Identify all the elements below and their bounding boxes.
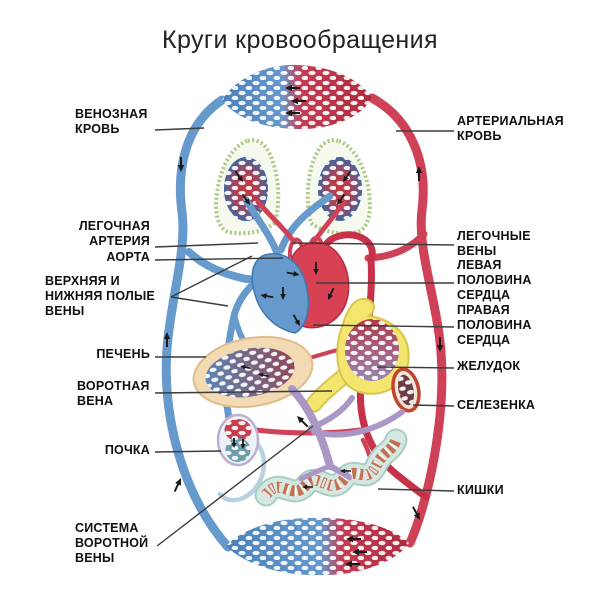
portal-vein-vessel xyxy=(288,385,405,482)
leader-portal-vein xyxy=(154,390,333,394)
label-liver: ПЕЧЕНЬ xyxy=(96,347,150,361)
page-title: Круги кровообращения xyxy=(162,26,438,54)
flow-arrows xyxy=(163,84,444,568)
aorta-arch-vessel xyxy=(320,231,376,264)
label-right-heart-half: ПРАВАЯ ПОЛОВИНА СЕРДЦА xyxy=(457,303,532,347)
pulmonary-artery-vessel xyxy=(242,192,334,257)
left-lung xyxy=(214,138,281,236)
label-vena-cava: ВЕРХНЯЯ И НИЖНЯЯ ПОЛЫЕ ВЕНЫ xyxy=(45,274,155,318)
venous-branch-to-heart xyxy=(185,248,262,284)
kidney xyxy=(216,413,260,467)
leader-venous-blood xyxy=(154,127,205,131)
bottom-capillary-network xyxy=(226,517,409,576)
label-left-heart-half: ЛЕВАЯ ПОЛОВИНА СЕРДЦА xyxy=(457,258,532,302)
liver xyxy=(192,335,314,409)
label-arterial-blood: АРТЕРИАЛЬНАЯ КРОВЬ xyxy=(457,114,564,143)
label-portal-system: СИСТЕМА ВОРОТНОЙ ВЕНЫ xyxy=(75,521,149,565)
leader-stomach xyxy=(376,366,455,369)
arterial-branch-from-aorta xyxy=(364,230,428,262)
leader-vena-cava-upper xyxy=(170,255,253,298)
leader-pulmonary-veins xyxy=(291,242,455,246)
leader-pulmonary-artery xyxy=(154,242,259,248)
label-pulmonary-veins: ЛЕГОЧНЫЕ ВЕНЫ xyxy=(457,229,531,258)
leader-portal-system xyxy=(156,425,314,547)
leader-intestines xyxy=(377,488,455,492)
spleen xyxy=(391,367,421,413)
intestine xyxy=(254,428,408,507)
leader-spleen xyxy=(412,404,455,407)
label-aorta: АОРТА xyxy=(106,250,150,264)
label-venous-blood: ВЕНОЗНАЯ КРОВЬ xyxy=(75,107,148,136)
stomach xyxy=(305,297,410,413)
label-intestines: КИШКИ xyxy=(457,483,504,497)
systemic-right-arterial-vessel xyxy=(367,93,447,548)
ureter-loop xyxy=(217,439,266,503)
top-capillary-network xyxy=(222,64,372,130)
systemic-left-venous-vessel xyxy=(161,95,233,552)
right-lung xyxy=(305,138,372,236)
leader-lines xyxy=(154,127,455,547)
heart xyxy=(251,241,350,334)
leader-right-heart xyxy=(312,324,455,328)
label-spleen: СЕЛЕЗЕНКА xyxy=(457,398,536,412)
leader-vena-cava-lower xyxy=(170,296,229,307)
leader-kidney xyxy=(154,450,222,453)
label-portal-vein: ВОРОТНАЯ ВЕНА xyxy=(77,379,150,408)
label-pulmonary-artery: ЛЕГОЧНАЯ АРТЕРИЯ xyxy=(78,219,150,248)
label-stomach: ЖЕЛУДОК xyxy=(457,359,521,373)
label-kidney: ПОЧКА xyxy=(104,443,150,457)
leader-aorta xyxy=(154,257,284,261)
